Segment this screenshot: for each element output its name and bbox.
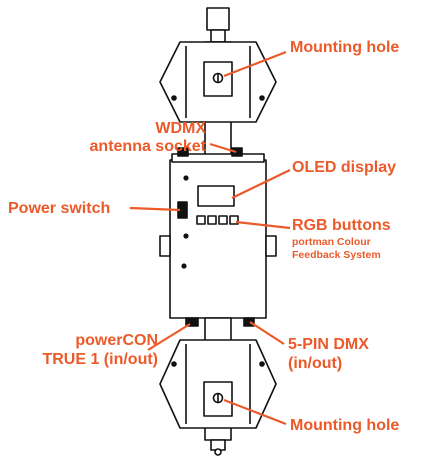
- label-dmx-line2: (in/out): [288, 355, 342, 372]
- rgb-button-3: [218, 215, 228, 225]
- leader-power: [129, 206, 181, 212]
- label-rgb-sub-line2: Feedback System: [292, 249, 381, 261]
- top-pole-neck: [210, 29, 226, 43]
- callout-lines: [129, 50, 291, 426]
- label-wdmx-line2: antenna socket: [90, 138, 207, 155]
- dmx-connector: [243, 317, 255, 327]
- top-bracket-clamp: [203, 61, 233, 97]
- leader-powercon: [147, 323, 191, 351]
- leader-mounting-top: [223, 50, 287, 78]
- label-mounting-hole-bottom: Mounting hole: [290, 417, 399, 434]
- leader-wdmx: [209, 142, 237, 154]
- label-dmx-line1: 5-PIN DMX: [288, 336, 369, 353]
- powercon-connector: [185, 317, 199, 327]
- leader-dmx: [249, 321, 285, 345]
- label-power-switch: Power switch: [8, 200, 110, 217]
- label-rgb-buttons: RGB buttons: [292, 217, 391, 234]
- label-wdmx-line1: WDMX: [155, 120, 206, 137]
- label-oled: OLED display: [292, 159, 396, 176]
- leader-oled: [231, 169, 291, 199]
- leader-mounting-bottom: [223, 398, 287, 426]
- wdmx-antenna-socket: [231, 147, 243, 157]
- label-powercon-line1: powerCON: [75, 332, 158, 349]
- oled-display: [197, 185, 235, 207]
- rgb-button-2: [207, 215, 217, 225]
- fixture-body-top-edge: [171, 153, 265, 163]
- top-bracket-rivet-right: [259, 95, 265, 101]
- label-mounting-hole-top: Mounting hole: [290, 39, 399, 56]
- leader-rgb: [235, 220, 291, 230]
- fixture-body: [169, 159, 267, 319]
- label-powercon-line2: TRUE 1 (in/out): [42, 351, 158, 368]
- side-knob-left: [159, 235, 171, 257]
- top-pole-cap: [206, 7, 230, 31]
- top-bracket-rivet-left: [171, 95, 177, 101]
- side-knob-right: [265, 235, 277, 257]
- label-rgb-sub-line1: portman Colour: [292, 236, 371, 248]
- rgb-button-4: [229, 215, 239, 225]
- rgb-button-1: [196, 215, 206, 225]
